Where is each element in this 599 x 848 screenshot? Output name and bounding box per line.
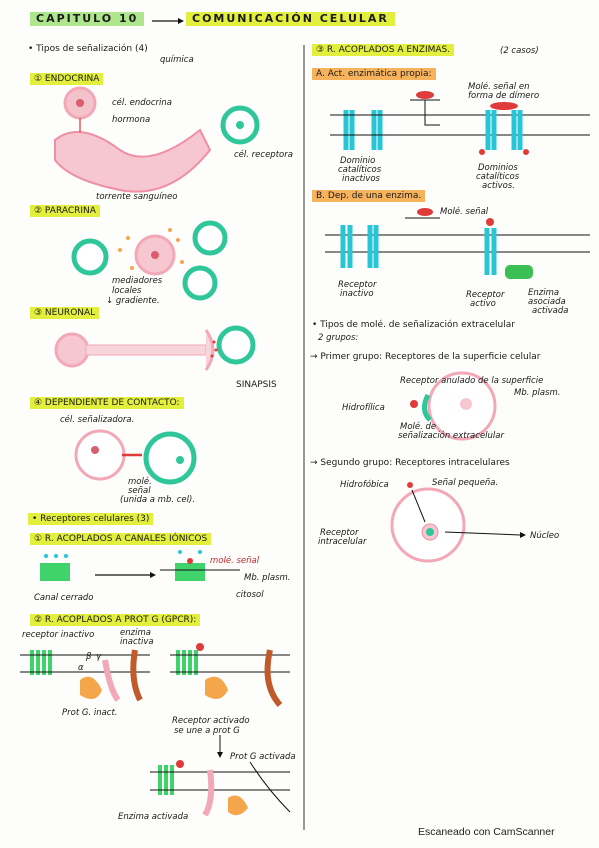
enzyme-receptor-active bbox=[485, 110, 523, 150]
group1-label-extracellular: señalización extracelular bbox=[398, 431, 504, 441]
target-cell-contact bbox=[143, 431, 197, 485]
gpcr-label-beta: β bbox=[86, 652, 92, 662]
group2-label-hydrophobic: Hidrofóbica bbox=[340, 480, 389, 490]
gpcr-label-alpha: α bbox=[78, 663, 84, 673]
case-b-title: B. Dep. de una enzima. bbox=[312, 190, 426, 202]
paracrine-label-2: locales bbox=[112, 286, 142, 296]
molecule-types-title: • Tipos de molé. de señalización extrace… bbox=[312, 320, 515, 330]
contact-label-cell: cél. señalizadora. bbox=[60, 415, 135, 425]
associated-enzyme bbox=[505, 265, 533, 279]
chapter-title: CAPITULO 10 bbox=[30, 12, 145, 26]
ion-label-cytosol: citosol bbox=[236, 590, 264, 600]
paracrine-label-3: ↓ gradiente. bbox=[106, 296, 160, 306]
case-a-title: A. Act. enzimática propia: bbox=[312, 68, 436, 80]
ion-channel-closed bbox=[40, 563, 70, 581]
case-b-label-8: activada bbox=[532, 306, 569, 316]
ion-label-signal: molé. señal bbox=[210, 556, 260, 566]
topic-title: COMUNICACIÓN CELULAR bbox=[186, 12, 395, 26]
gpcr-label-g-active: Prot G activada bbox=[230, 752, 296, 762]
ion-channel-title: ① R. ACOPLADOS A CANALES IÓNICOS bbox=[30, 533, 212, 545]
receptor-inactive-b bbox=[340, 225, 379, 268]
signal-types-heading: • Tipos de señalización (4) bbox=[28, 44, 148, 54]
paracrine-label-1: mediadores bbox=[112, 276, 163, 286]
gpcr-label-enzyme-active: Enzima activada bbox=[118, 812, 189, 822]
group1-label-membrane: Mb. plasm. bbox=[514, 388, 561, 398]
gpcr-label-binds: se une a prot G bbox=[174, 726, 240, 736]
case-a-label-3: Dominio bbox=[340, 156, 376, 166]
ion-channel-open bbox=[175, 563, 205, 581]
enzyme-coupled-sub: (2 casos) bbox=[500, 46, 539, 56]
contact-label-1: molé. bbox=[128, 477, 152, 487]
case-a-label-1: Molé. señal en bbox=[468, 82, 530, 92]
receptor-active-b bbox=[484, 228, 497, 275]
contact-title: ④ DEPENDIENTE DE CONTACTO: bbox=[30, 397, 184, 409]
axon bbox=[85, 344, 207, 356]
group1-label-mol: Molé. de bbox=[400, 422, 437, 432]
gpcr-label-gamma: γ bbox=[96, 652, 102, 662]
group2-label-intracellular: intracelular bbox=[318, 537, 367, 547]
gpcr-label-activated: Receptor activado bbox=[172, 716, 250, 726]
enzyme-receptor-inactive bbox=[343, 110, 383, 150]
endocrine-label-hormone: hormona bbox=[112, 115, 151, 125]
case-b-label-signal: Molé. señal bbox=[440, 207, 489, 217]
contact-label-2: señal bbox=[128, 486, 151, 496]
gpcr-label-g-inactive: Prot G. inact. bbox=[62, 708, 118, 718]
group1-label-receptor: Receptor anulado de la superficie bbox=[400, 376, 544, 386]
ion-label-closed: Canal cerrado bbox=[34, 593, 94, 603]
endocrine-label-blood: torrente sanguíneo bbox=[96, 192, 178, 202]
group2-label-receptor: Receptor bbox=[320, 528, 359, 538]
case-a-label-6: Dominios bbox=[478, 163, 518, 173]
case-b-label-2: Receptor bbox=[338, 280, 377, 290]
case-a-label-7: catalíticos bbox=[476, 172, 520, 182]
group1-title: → Primer grupo: Receptores de la superfi… bbox=[310, 352, 541, 362]
case-b-label-3: inactivo bbox=[340, 289, 374, 299]
neuron-body bbox=[54, 332, 90, 368]
paracrine-target-1 bbox=[71, 238, 109, 276]
gpcr-label-enzyme-inactive: inactiva bbox=[120, 637, 154, 647]
molecule-types-sub: 2 grupos: bbox=[318, 333, 359, 343]
endocrine-title: ① ENDOCRINA bbox=[30, 73, 104, 85]
gpcr-active bbox=[176, 650, 198, 675]
contact-label-3: (unida a mb. cel). bbox=[120, 495, 196, 505]
paracrine-target-2 bbox=[192, 220, 228, 256]
gpcr-label-inactive: receptor inactivo bbox=[22, 630, 95, 640]
group1-label-hydrophilic: Hidrofílica bbox=[342, 403, 385, 413]
case-a-label-2: forma de dímero bbox=[468, 91, 540, 101]
receptors-heading: • Receptores celulares (3) bbox=[28, 513, 154, 525]
endocrine-label-cell: cél. endocrina bbox=[112, 98, 173, 108]
gpcr-title: ② R. ACOPLADOS A PROT G (GPCR): bbox=[30, 614, 201, 626]
blood-vessel bbox=[54, 128, 212, 193]
gpcr-inactive bbox=[30, 650, 52, 675]
paracrine-target-3 bbox=[182, 265, 218, 301]
case-b-label-5: activo bbox=[470, 299, 496, 309]
g-protein-inactive bbox=[80, 676, 102, 699]
paracrine-title: ② PARACRINA bbox=[30, 205, 100, 217]
signal-types-sub: química bbox=[160, 55, 194, 65]
case-a-label-4: catalíticos bbox=[338, 165, 382, 175]
enzyme-coupled-title: ③ R. ACOPLADOS A ENZIMAS. bbox=[312, 44, 455, 56]
scanner-footer: Escaneado con CamScanner bbox=[418, 826, 555, 838]
synapse-label: SINAPSIS bbox=[236, 380, 277, 390]
case-b-label-7: asociada bbox=[528, 297, 566, 307]
signaling-cell bbox=[74, 429, 126, 481]
case-a-label-5: inactivos bbox=[342, 174, 380, 184]
group2-label-small: Señal pequeña. bbox=[432, 478, 499, 488]
case-b-label-4: Receptor bbox=[466, 290, 505, 300]
group2-label-nucleus: Núcleo bbox=[530, 531, 560, 541]
gpcr-label-enzyme: enzima bbox=[120, 628, 151, 638]
ion-label-membrane: Mb. plasm. bbox=[244, 573, 291, 583]
group2-title: → Segundo grupo: Receptores intracelular… bbox=[310, 458, 510, 468]
neuronal-title: ③ NEURONAL bbox=[30, 307, 100, 319]
case-b-label-6: Enzima bbox=[528, 288, 560, 298]
postsynaptic-cell bbox=[216, 325, 256, 365]
endocrine-label-receptor: cél. receptora bbox=[234, 150, 293, 160]
case-a-label-8: activos. bbox=[482, 181, 515, 191]
